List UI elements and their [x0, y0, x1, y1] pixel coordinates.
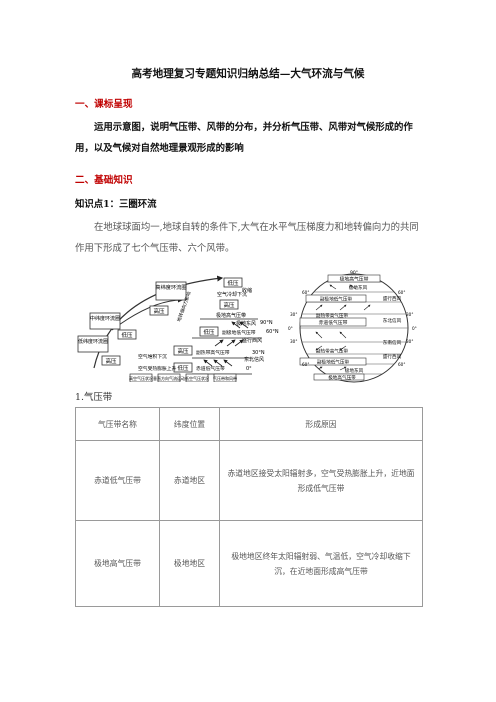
globe-sub-polar-low-n: 副极地低气压带 — [320, 296, 353, 303]
table-cell: 极地地区 — [159, 520, 220, 607]
label-gaoya-right: 高压 — [223, 301, 235, 309]
label-westerly: 盛行西风 — [242, 337, 262, 344]
label-air-cool: 收缩 — [242, 287, 252, 294]
label-diya-mid: 低压 — [203, 328, 215, 336]
label-polar-high: 极地高气压带 — [216, 312, 246, 319]
label-gaoya-top: 高压 — [153, 307, 165, 315]
table-header-row: 气压带名称 纬度位置 形成原因 — [75, 407, 423, 441]
globe-lat-30-right: 30° — [406, 312, 413, 317]
legend-box-c: 低空气压状况 — [185, 375, 209, 381]
three-cell-formation-diagram: 高纬度环流圈 中纬度环流圈 低纬度环流圈 高压 低压 高压 低压 空气冷却下沉 … — [72, 270, 284, 382]
table-cell: 赤道地区 — [159, 440, 220, 521]
globe-polar-east-s: 极地东风 — [345, 367, 364, 374]
table-cell: 极地高气压带 — [75, 520, 160, 607]
table-header-cell: 气压带名称 — [75, 407, 160, 441]
globe-equatorial-low: 赤道低气压带 — [319, 319, 348, 326]
knowledge-point-heading: 知识点1：三圈环流 — [75, 199, 157, 210]
globe-polar-high-n: 极地高气压带 — [340, 276, 369, 283]
table-caption: 1.气压带 — [75, 392, 113, 403]
globe-lat-60-left: 60° — [302, 290, 309, 295]
globe-lat-30-left: 30° — [290, 312, 297, 317]
legend-box-b: 垂直方向气流运动 — [153, 375, 185, 381]
globe-sub-tropical-high-s: 副热带高气压带 — [316, 348, 349, 355]
label-air-rise-heat: 空气受热膨胀上升 — [138, 365, 177, 372]
globe-ne-trade: 东北信风 — [383, 317, 402, 324]
global-belts-globe: 90° 极地高气压带 极地东风 副极地低气压带 盛行西风 60° 60° 副热带… — [288, 270, 417, 383]
table-cell: 赤道低气压带 — [75, 440, 160, 521]
globe-sub-polar-low-s: 副极地低气压带 — [317, 359, 350, 366]
globe-polar-high-s: 极地高气压带 — [328, 374, 356, 381]
label-gaoya-low: 高压 — [177, 347, 189, 355]
lat-60n: 60°N — [266, 329, 279, 335]
standards-paragraph: 运用示意图，说明气压带、风带的分布，并分析气压带、风带对气候形成的作用，以及气候… — [75, 122, 413, 154]
globe-lat-60-right: 60° — [398, 290, 405, 295]
label-diya-left: 低压 — [121, 331, 133, 339]
globe-westerly-s: 盛行西风 — [383, 353, 402, 360]
globe-lat-90: 90° — [350, 270, 358, 276]
table-cell: 赤道地区接受太阳辐射多，空气受热膨胀上升，近地面形成低气压带 — [219, 440, 423, 521]
table-header-cell: 形成原因 — [219, 407, 423, 441]
globe-polar-east-n: 极地东风 — [349, 284, 368, 291]
label-ne-trade: 东北信风 — [244, 356, 264, 363]
label-sub-tropical-high: 副热带高气压带 — [196, 349, 230, 356]
globe-se-trade: 东南信风 — [383, 339, 402, 346]
globe-lat-60s-left: 60° — [302, 362, 309, 367]
box-low-lat-cell: 低纬度环流圈 — [78, 338, 108, 345]
section-heading-standards: 一、课标呈现 — [75, 99, 133, 110]
table-row: 极地高气压带 极地地区 极地地区终年太阳辐射弱、气温低，空气冷却收缩下沉，在近地… — [75, 520, 423, 607]
globe-sub-tropical-high-n: 副热带高气压带 — [316, 312, 349, 319]
globe-westerly-n: 盛行西风 — [383, 295, 402, 302]
table-row: 赤道低气压带 赤道地区 赤道地区接受太阳辐射多，空气受热膨胀上升，近地面形成低气… — [75, 440, 423, 521]
box-high-lat-cell: 高纬度环流圈 — [155, 283, 186, 291]
label-gaoya-left: 高压 — [105, 357, 117, 365]
label-air-sink: 空气冷却下沉 — [217, 291, 247, 298]
pressure-belt-table: 气压带名称 纬度位置 形成原因 赤道低气压带 赤道地区 赤道地区接受太阳辐射多，… — [75, 407, 423, 607]
table-cell: 极地地区终年太阳辐射弱、气温低，空气冷却收缩下沉，在近地面形成高气压带 — [219, 520, 423, 607]
lat-0: 0° — [246, 366, 252, 372]
globe-lat-30s-right: 30° — [406, 339, 413, 344]
box-mid-lat-cell: 中纬度环流圈 — [90, 315, 120, 322]
label-air-accum: 空气堆积下沉 — [138, 353, 167, 360]
label-equatorial-low: 赤道低气压带 — [196, 365, 225, 372]
label-low-right: 低压 — [177, 364, 189, 372]
label-diya-top: 低压 — [227, 279, 239, 287]
globe-lat-0-right: 0° — [412, 326, 417, 331]
legend-box-d: 气压带和风带 — [213, 375, 237, 381]
globe-lat-30s-left: 30° — [290, 339, 297, 344]
table-header-cell: 纬度位置 — [159, 407, 220, 441]
label-sub-polar-low: 副极地低气压带 — [222, 329, 256, 336]
page-title: 高考地理复习专题知识归纳总结—大气环流与气候 — [131, 68, 365, 80]
globe-lat-0-left: 0° — [288, 326, 293, 331]
globe-lat-60s-right: 60° — [398, 362, 405, 367]
knowledge-point-paragraph: 在地球球面均一,地球自转的条件下,大气在水平气压梯度力和地转偏向力的共同作用下形… — [75, 222, 419, 254]
label-polar-east: 极地东风 — [236, 320, 256, 327]
lat-90n: 90°N — [260, 320, 273, 326]
lat-30n: 30°N — [252, 350, 265, 356]
legend-box-a: 高空气压状况 — [129, 375, 153, 381]
section-heading-basics: 二、基础知识 — [75, 175, 133, 186]
